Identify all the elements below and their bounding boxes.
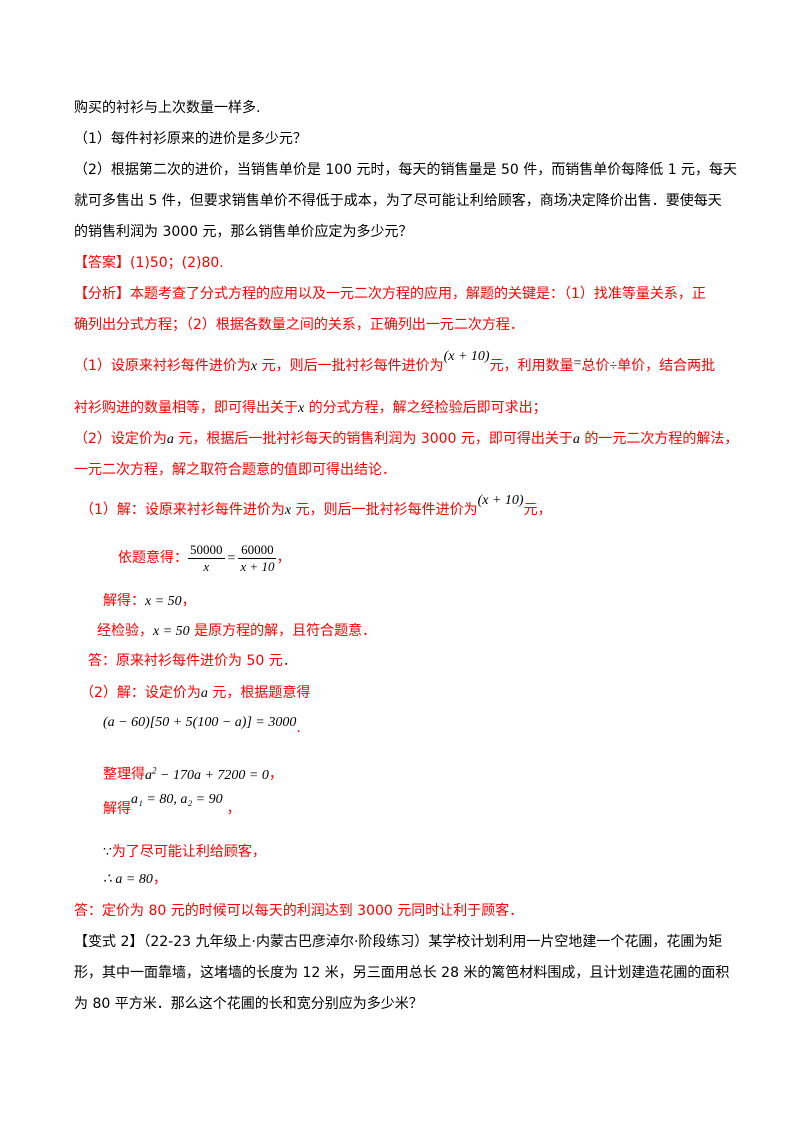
- solution-text: 解得: [103, 801, 131, 817]
- solution-2-answer: 答：定价为 80 元的时候可以每天的利润达到 3000 元同时让利于顾客．: [74, 903, 524, 919]
- analysis-text: 的分式方程，解之经检验后即可求出；: [304, 400, 547, 416]
- solution-2-roots: 解得a₁ = 80, a₂ = 90，: [103, 792, 241, 817]
- analysis-text: 总价: [581, 358, 610, 374]
- numerator: 50000: [188, 541, 225, 559]
- analysis-line-2: 确列出分式方程；（2）根据各数量之间的关系，正确列出一元二次方程．: [74, 317, 524, 333]
- analysis-line-5: （2）设定价为a 元，根据后一批衬衫每天的销售利润为 3000 元，即可得出关于…: [74, 429, 738, 450]
- solution-text: 是原方程的解，且符合题意．: [189, 623, 377, 639]
- solution-2-simplify: 整理得a2 − 170a + 7200 = 0，: [103, 760, 283, 786]
- solution-2-because: ∵为了尽可能让利给顾客，: [103, 842, 266, 863]
- divide-sign: ÷: [609, 359, 618, 374]
- analysis-line-4: 衬衫购进的数量相等，即可得出关于x 的分式方程，解之经检验后即可求出；: [74, 398, 547, 419]
- solution-text: 经检验，: [97, 623, 153, 639]
- analysis-text: 元，根据后一批衬衫每天的销售利润为 3000 元，即可得出关于: [173, 431, 573, 447]
- math-exponent: 2: [152, 765, 157, 775]
- solution-text: 元，则后一批衬衫每件进价为: [291, 502, 478, 518]
- variable-x: x: [298, 401, 305, 416]
- analysis-text: 元，则后一批衬衫每件进价为: [257, 358, 444, 374]
- solution-text: 元，: [523, 502, 552, 518]
- solution-text: （2）解：设定价为: [80, 685, 201, 701]
- analysis-line-3: （1）设原来衬衫每件进价为x 元，则后一批衬衫每件进价为(x + 10)元，利用…: [74, 349, 716, 377]
- analysis-line-1: 【分析】本题考查了分式方程的应用以及一元二次方程的应用，解题的关键是：（1）找准…: [74, 286, 706, 302]
- variable-a: a: [166, 432, 174, 447]
- math-roots: a₁ = 80, a₂ = 90: [131, 792, 223, 807]
- problem-question-2-line-2: 就可多售出 5 件，但要求销售单价不得低于成本，为了尽可能让利给顾客，商场决定降…: [74, 193, 722, 209]
- numerator: 60000: [238, 542, 277, 559]
- variant-2-line-1: 【变式 2】（22-23 九年级上·内蒙古巴彦淖尔·阶段练习）某学校计划利用一片…: [74, 934, 723, 950]
- variable-x: x: [250, 359, 258, 374]
- solution-2-equation: (a − 60)[50 + 5(100 − a)] = 3000.: [103, 712, 301, 736]
- equals-sign: =: [227, 551, 236, 566]
- variant-2-line-3: 为 80 平方米．那么这个花圃的长和宽分别应为多少米？: [74, 996, 423, 1012]
- analysis-text: （2）设定价为: [74, 431, 167, 447]
- math-rest: − 170a + 7200 = 0: [156, 767, 269, 783]
- problem-question-1: （1）每件衬衫原来的进价是多少元？: [74, 131, 307, 147]
- problem-line-1: 购买的衬衫与上次数量一样多.: [74, 100, 261, 116]
- solution-text: 解得：: [103, 593, 145, 609]
- problem-question-2-line-1: （2）根据第二次的进价，当销售单价是 100 元时，每天的销售量是 50 件，而…: [74, 162, 738, 178]
- because-icon: ∵: [103, 845, 112, 860]
- solution-1-solve: 解得：x = 50，: [103, 591, 196, 612]
- analysis-text: （1）设原来衬衫每件进价为: [74, 358, 251, 374]
- solution-text: （1）解：设原来衬衫每件进价为: [80, 502, 285, 518]
- equals-sign: =: [573, 356, 582, 371]
- solution-text: 整理得: [103, 766, 145, 783]
- variable-a: a: [200, 686, 208, 701]
- math-x-equals-50: x = 50: [145, 594, 182, 609]
- denominator: x: [203, 558, 210, 574]
- solution-text: ，: [226, 801, 241, 817]
- analysis-text: 单价，结合两批: [617, 358, 716, 374]
- expression-x-plus-10: (x + 10): [477, 493, 524, 508]
- analysis-line-6: 一元二次方程，解之取符合题意的值即可得出结论．: [74, 462, 396, 478]
- problem-question-2-line-3: 的销售利润为 3000 元，那么销售单价应定为多少元？: [74, 224, 413, 240]
- solution-text: 元，根据题意得: [207, 685, 311, 701]
- solution-text: ，: [181, 593, 196, 609]
- solution-text: 为了尽可能让利给顾客，: [111, 844, 266, 860]
- math-equation: (a − 60)[50 + 5(100 − a)] = 3000: [103, 715, 297, 730]
- therefore-math: ∴ a = 80: [103, 872, 153, 887]
- solution-text: 依题意得：: [118, 550, 188, 566]
- analysis-text: 的一元二次方程的解法，: [579, 431, 739, 447]
- math-quadratic: a2 − 170a + 7200 = 0: [145, 765, 269, 783]
- solution-1-line-1: （1）解：设原来衬衫每件进价为x 元，则后一批衬衫每件进价为(x + 10)元，: [80, 493, 552, 521]
- variant-2-line-2: 形，其中一面靠墙，这堵墙的长度为 12 米，另三面用总长 28 米的篱笆材料围成…: [74, 965, 730, 981]
- solution-text: .: [296, 720, 301, 736]
- variable-x: x: [284, 503, 292, 518]
- solution-2-line-1: （2）解：设定价为a 元，根据题意得: [80, 683, 310, 704]
- math-a: a: [145, 767, 152, 783]
- solution-text: ，: [268, 766, 283, 783]
- solution-text: ，: [276, 550, 291, 566]
- solution-2-therefore: ∴ a = 80，: [103, 869, 167, 890]
- analysis-text: 衬衫购进的数量相等，即可得出关于: [74, 400, 298, 416]
- solution-1-answer: 答：原来衬衫每件进价为 50 元．: [88, 653, 297, 669]
- solution-text: ，: [152, 871, 167, 887]
- expression-x-plus-10: (x + 10): [443, 349, 490, 364]
- variable-a: a: [572, 432, 580, 447]
- denominator: x + 10: [240, 558, 275, 574]
- answer-line: 【答案】(1)50；(2)80.: [74, 255, 224, 271]
- solution-1-check: 经检验，x = 50 是原方程的解，且符合题意．: [97, 621, 376, 642]
- math-x-equals-50: x = 50: [153, 624, 190, 639]
- analysis-text: 元，利用数量: [489, 358, 574, 374]
